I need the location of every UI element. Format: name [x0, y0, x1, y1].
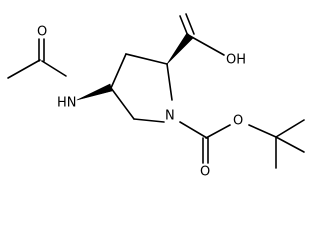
- wedge-bond-c2-cooh: [166, 32, 194, 65]
- bond-boc-carbonyl-ester-oxygen: [205, 124, 231, 139]
- atom-label-amide-nitrogen: HN: [57, 96, 77, 111]
- bond-ester-oxygen-tert-carbon: [248, 124, 277, 138]
- atom-label-ring-nitrogen: N: [165, 109, 175, 124]
- atom-label-hydroxyl: OH: [226, 53, 246, 68]
- bond-c3-c2: [125, 53, 168, 65]
- bond-c5-c4: [110, 87, 135, 120]
- bond-c2-n1: [166, 63, 173, 101]
- atom-label-boc-ester-oxygen: O: [233, 114, 243, 129]
- wedge-bond-c4-nh: [76, 83, 113, 101]
- bond-tert-carbon-methyl-up: [275, 119, 305, 138]
- atom-label-boc-carbonyl-oxygen: O: [200, 165, 210, 180]
- bond-carboxyl-carbonyl-double-b: [185, 13, 195, 35]
- bond-carboxyl-carbonyl-double-a: [179, 15, 189, 37]
- bond-methyl-carbonyl: [7, 59, 41, 79]
- atom-label-acetyl-oxygen: O: [37, 25, 47, 40]
- chemical-structure-diagram: O HN OH N O O: [7, 13, 305, 180]
- bond-n1-c5: [133, 118, 165, 123]
- bond-c4-c3: [110, 53, 127, 89]
- bond-carbonyl-nitrogen: [41, 60, 67, 77]
- bond-carboxyl-hydroxyl: [189, 35, 225, 56]
- bond-n1-boc-carbonyl: [179, 121, 208, 139]
- bond-tert-carbon-methyl-down: [275, 136, 305, 153]
